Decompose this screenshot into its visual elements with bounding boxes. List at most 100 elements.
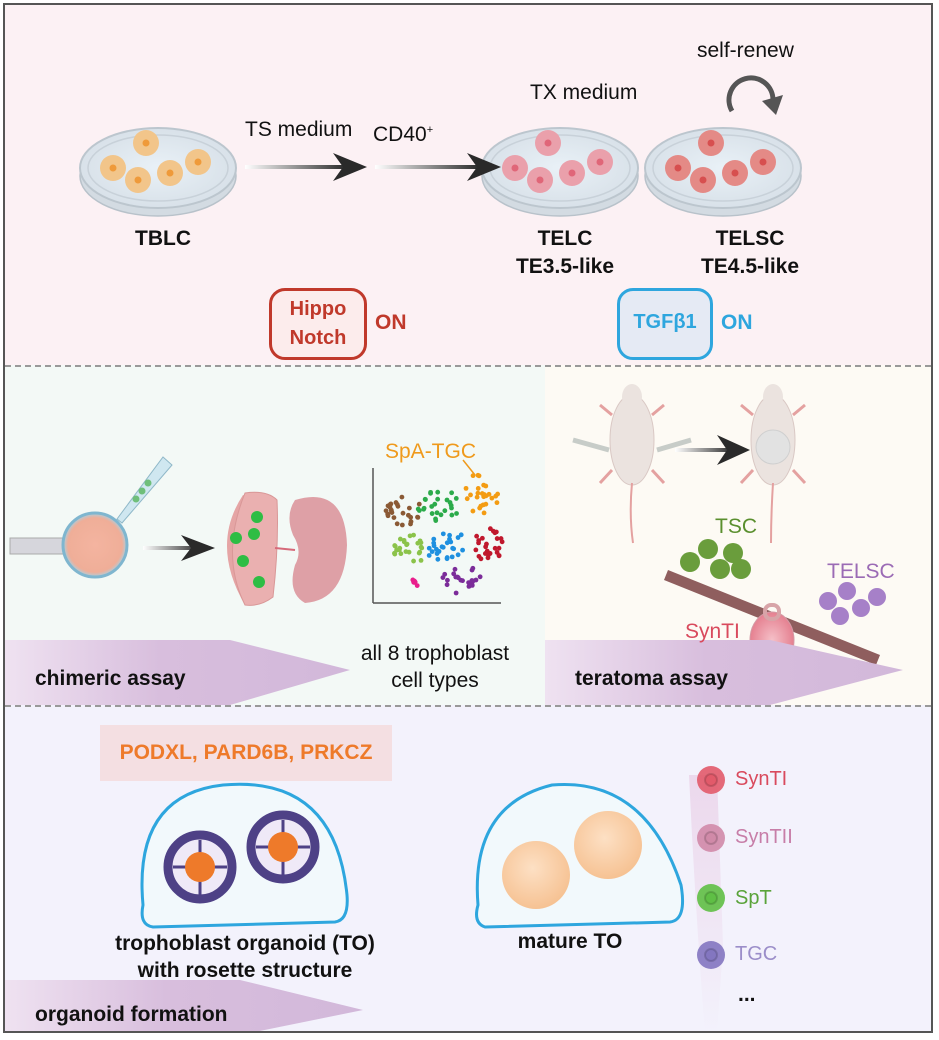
umap-point: [408, 514, 414, 520]
assays-panel: SpA-TGC all 8 trophoblast cell types chi…: [5, 365, 931, 705]
umap-point: [433, 518, 439, 523]
chimeric-assay-panel: SpA-TGC all 8 trophoblast cell types chi…: [5, 365, 545, 705]
teratoma-banner-shape: [545, 640, 903, 705]
section-divider: [5, 365, 931, 367]
umap-point: [434, 510, 440, 516]
teratoma-assay-label: teratoma assay: [575, 667, 728, 690]
umap-point: [483, 501, 489, 507]
chimeric-banner-shape: [5, 640, 350, 705]
umap-point: [406, 505, 412, 511]
umap-point: [431, 536, 437, 542]
umap-point: [460, 578, 465, 584]
umap-point: [464, 496, 470, 502]
mature-organoid-sphere: [502, 841, 570, 909]
celltype-label-synti: SynTI: [735, 768, 788, 790]
umap-point: [414, 583, 420, 589]
markers-label: PODXL, PARD6B, PRKCZ: [119, 741, 373, 764]
umap-point: [449, 490, 455, 496]
umap-point: [474, 533, 480, 539]
umap-point: [499, 539, 505, 545]
umap-point: [494, 550, 500, 555]
umap-point: [448, 503, 454, 508]
umap-point: [469, 582, 475, 588]
umap-point: [417, 538, 423, 544]
to-caption: trophoblast organoid (TO) with rosette s…: [115, 932, 375, 982]
mature-organoid-dome: [475, 782, 685, 929]
self-renew-arrow-icon: [726, 75, 783, 115]
umap-point: [436, 548, 442, 554]
umap-point: [452, 566, 458, 572]
umap-point: [482, 551, 488, 556]
chimeric-assay-label: chimeric assay: [35, 667, 186, 690]
umap-point: [435, 496, 441, 502]
telsc-subtitle: TE4.5-like: [700, 255, 800, 278]
umap-point: [476, 473, 482, 479]
umap-point: [479, 535, 485, 541]
umap-point: [449, 512, 455, 518]
umap-point: [435, 556, 441, 562]
tgfb1-chip: TGFβ1: [617, 288, 713, 360]
umap-point: [428, 489, 433, 495]
spa-tgc-label: SpA-TGC: [385, 440, 477, 463]
umap-point: [483, 493, 489, 499]
umap-point: [458, 532, 464, 538]
umap-point: [492, 530, 498, 536]
mature-organoid-sphere: [574, 811, 642, 879]
figure-frame: TS medium CD40+ TX medium self-renew TBL…: [3, 3, 933, 1033]
umap-point: [418, 544, 424, 550]
umap-point: [455, 552, 461, 558]
umap-point: [411, 558, 416, 564]
umap-point: [453, 496, 459, 501]
petri-dish-tblc: [79, 127, 237, 217]
umap-point: [468, 492, 473, 498]
mature-to-caption: mature TO: [517, 930, 623, 953]
rosette-icon: [163, 830, 237, 904]
umap-point: [398, 551, 404, 557]
umap-point: [445, 577, 450, 583]
telsc-label: TELSC: [715, 227, 785, 250]
umap-point: [469, 567, 475, 573]
section-divider: [5, 705, 931, 707]
umap-point: [415, 506, 421, 512]
umap-point: [407, 533, 413, 539]
umap-point: [399, 522, 405, 528]
arrow-cd40: [375, 153, 501, 181]
organoid-graphics: [5, 766, 725, 1031]
umap-point: [404, 541, 410, 547]
tgfb1-state: ON: [721, 311, 753, 334]
umap-point: [496, 545, 502, 551]
umap-point: [432, 501, 438, 507]
umap-point: [393, 500, 399, 505]
umap-point: [451, 546, 457, 552]
umap-point: [444, 540, 450, 546]
telsc-cell-cluster-icon: [819, 582, 886, 625]
tsc-cell-cluster-icon: [680, 539, 751, 579]
umap-point: [475, 490, 481, 496]
umap-point: [447, 532, 452, 538]
umap-cluster: [463, 472, 501, 516]
umap-cluster: [426, 531, 465, 562]
arrow-chimera: [143, 535, 215, 561]
tsc-label: TSC: [715, 515, 757, 538]
arrow-teratoma: [675, 435, 750, 465]
teratoma-graphics: [545, 384, 903, 705]
umap-point: [460, 547, 465, 553]
mouse-teratoma-icon: [739, 384, 807, 544]
umap-point: [478, 556, 484, 562]
umap-point: [485, 555, 491, 561]
injection-needle-icon: [116, 456, 173, 524]
telc-subtitle: TE3.5-like: [515, 255, 615, 278]
umap-point: [418, 558, 424, 563]
holding-pipette-icon: [9, 537, 66, 555]
arrow-ts-medium: [245, 153, 367, 181]
umap-point: [394, 521, 400, 527]
umap-point: [388, 501, 394, 507]
placenta-section-icon: [226, 491, 347, 606]
mouse-injected-icon: [572, 384, 692, 544]
tx-medium-label: TX medium: [530, 81, 638, 104]
umap-plot: [372, 459, 505, 604]
umap-point: [470, 508, 476, 514]
umap-point: [391, 515, 397, 520]
umap-point: [426, 545, 432, 551]
umap-point: [487, 550, 493, 556]
